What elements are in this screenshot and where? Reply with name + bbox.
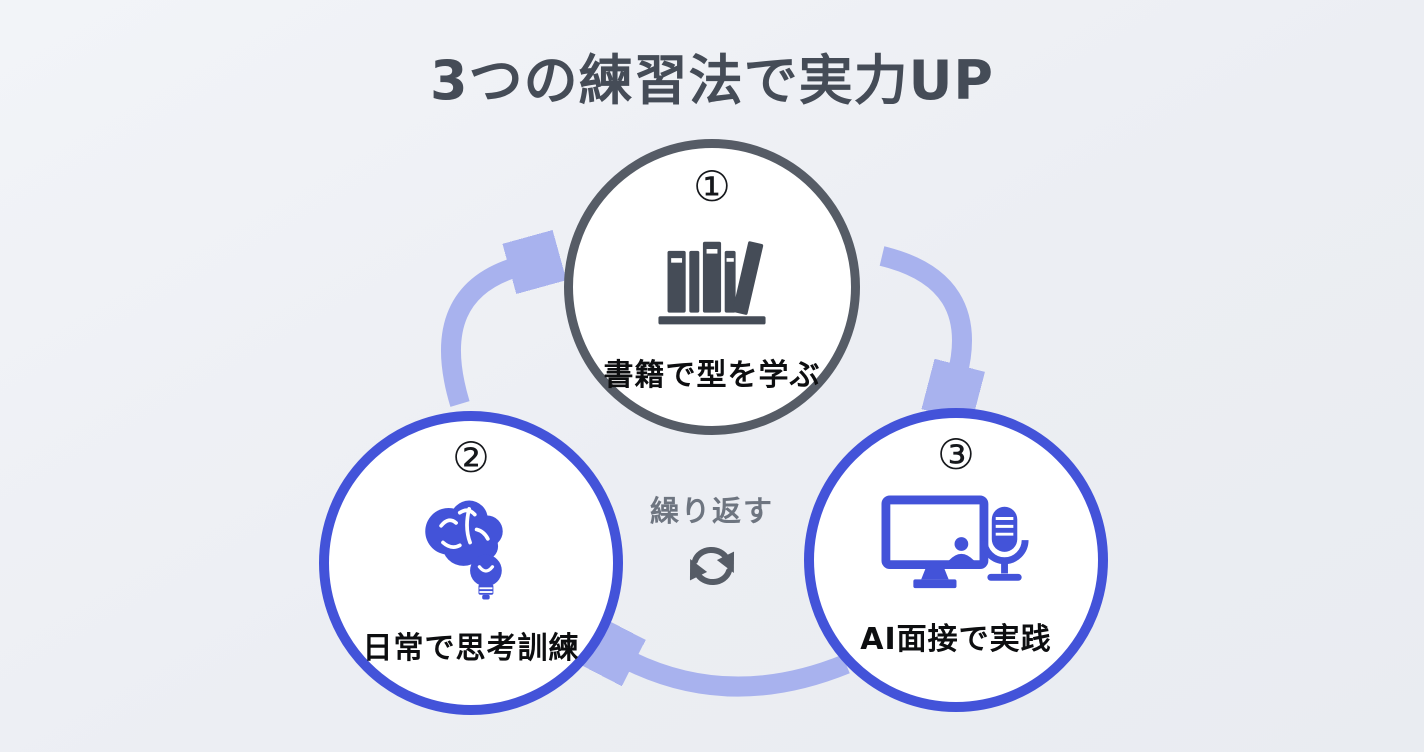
step-number-2: ② (452, 433, 490, 482)
step-label-2: 日常で思考訓練 (362, 631, 580, 667)
step-number-3: ③ (937, 430, 975, 479)
monitor-mic-icon (881, 486, 1031, 604)
cycle-icon (685, 540, 739, 596)
step-label-1: 書籍で型を学ぶ (603, 358, 821, 394)
step-label-3: AI面接で実践 (860, 622, 1052, 658)
books-icon (653, 218, 771, 340)
page-title: 3つの練習法で実力UP (430, 49, 994, 112)
repeat-indicator: 繰り返す (650, 488, 774, 596)
arrow-left-up-icon (441, 266, 520, 407)
step-number-1: ① (693, 162, 731, 211)
arrow-bottom-left-icon (624, 658, 850, 697)
step-circle-ai-interview: ③ AI面接で実践 (804, 408, 1108, 712)
repeat-label: 繰り返す (649, 494, 775, 528)
arrow-right-down-icon (879, 246, 962, 376)
step-circle-books: ① 書籍で型を学ぶ (564, 139, 860, 435)
brain-bulb-icon (415, 487, 527, 613)
step-circle-thinking: ② (319, 411, 623, 715)
